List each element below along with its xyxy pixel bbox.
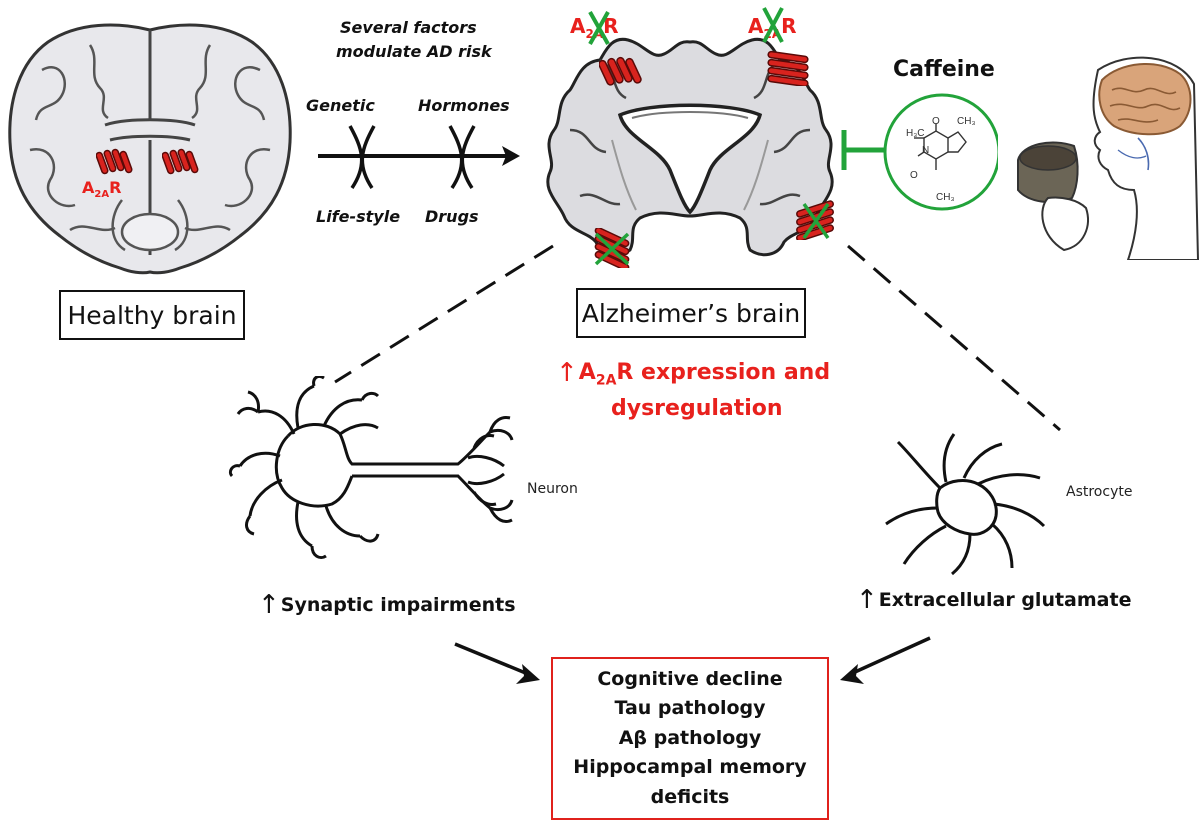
- outcomes-box: Cognitive decline Tau pathology Aβ patho…: [551, 657, 829, 820]
- effect-synaptic: ↑Synaptic impairments: [258, 590, 516, 620]
- neuron-illustration: [228, 376, 514, 560]
- outcome-item: Aβ pathology: [618, 726, 762, 749]
- blocked-cross-icon-left: [588, 11, 610, 45]
- person-drinking-coffee-illustration: [1017, 56, 1200, 260]
- outcome-item: Hippocampal memory: [573, 756, 807, 779]
- caffeine-title: Caffeine: [893, 57, 995, 82]
- astrocyte-illustration: [885, 433, 1046, 576]
- caffeine-nitrogen: N: [922, 145, 930, 156]
- caffeine-inhibition-symbol: [841, 93, 998, 211]
- caffeine-methyl-top: CH₃: [957, 116, 976, 127]
- factor-hormones: Hormones: [418, 96, 510, 115]
- a2ar-expression-line2: dysregulation: [611, 396, 783, 421]
- receptor-icon-healthy-right: [162, 148, 199, 175]
- alzheimer-brain-label: Alzheimer’s brain: [576, 288, 806, 338]
- receptor-icon-ad-bottom-right: [796, 200, 834, 240]
- receptor-icon-ad-bottom-left: [594, 228, 630, 268]
- factors-header-line1: Several factors: [340, 18, 477, 37]
- healthy-brain-illustration: [8, 23, 292, 275]
- healthy-brain-label: Healthy brain: [59, 290, 245, 340]
- caffeine-methyl-left: H₃C: [906, 128, 925, 139]
- neuron-label: Neuron: [527, 481, 578, 497]
- a2ar-expression-line1: ↑A2AR expression and: [556, 358, 831, 389]
- receptor-icon-ad-top-right: [767, 50, 809, 86]
- astrocyte-label: Astrocyte: [1066, 484, 1133, 500]
- factor-genetic: Genetic: [306, 96, 375, 115]
- factors-arrow: [318, 125, 520, 189]
- up-arrow-icon: ↑: [856, 585, 878, 615]
- receptor-label-healthy: A2AR: [82, 178, 122, 201]
- up-arrow-icon: ↑: [258, 590, 280, 620]
- factor-lifestyle: Life-style: [316, 207, 401, 226]
- receptor-icon-ad-top-left: [599, 56, 642, 86]
- factor-drugs: Drugs: [425, 207, 479, 226]
- effect-glutamate: ↑Extracellular glutamate: [856, 585, 1132, 615]
- caffeine-oxygen-bottom: O: [910, 170, 918, 181]
- up-arrow-icon: ↑: [556, 358, 578, 388]
- receptor-icon-healthy-left: [96, 148, 133, 175]
- caffeine-methyl-bottom: CH₃: [936, 192, 955, 203]
- caffeine-oxygen-top: O: [932, 116, 940, 127]
- outcome-item: Cognitive decline: [597, 667, 783, 690]
- blocked-cross-icon-right: [762, 7, 784, 43]
- factors-header-line2: modulate AD risk: [336, 42, 492, 61]
- outcome-item: Tau pathology: [614, 697, 766, 720]
- outcome-item: deficits: [650, 785, 730, 808]
